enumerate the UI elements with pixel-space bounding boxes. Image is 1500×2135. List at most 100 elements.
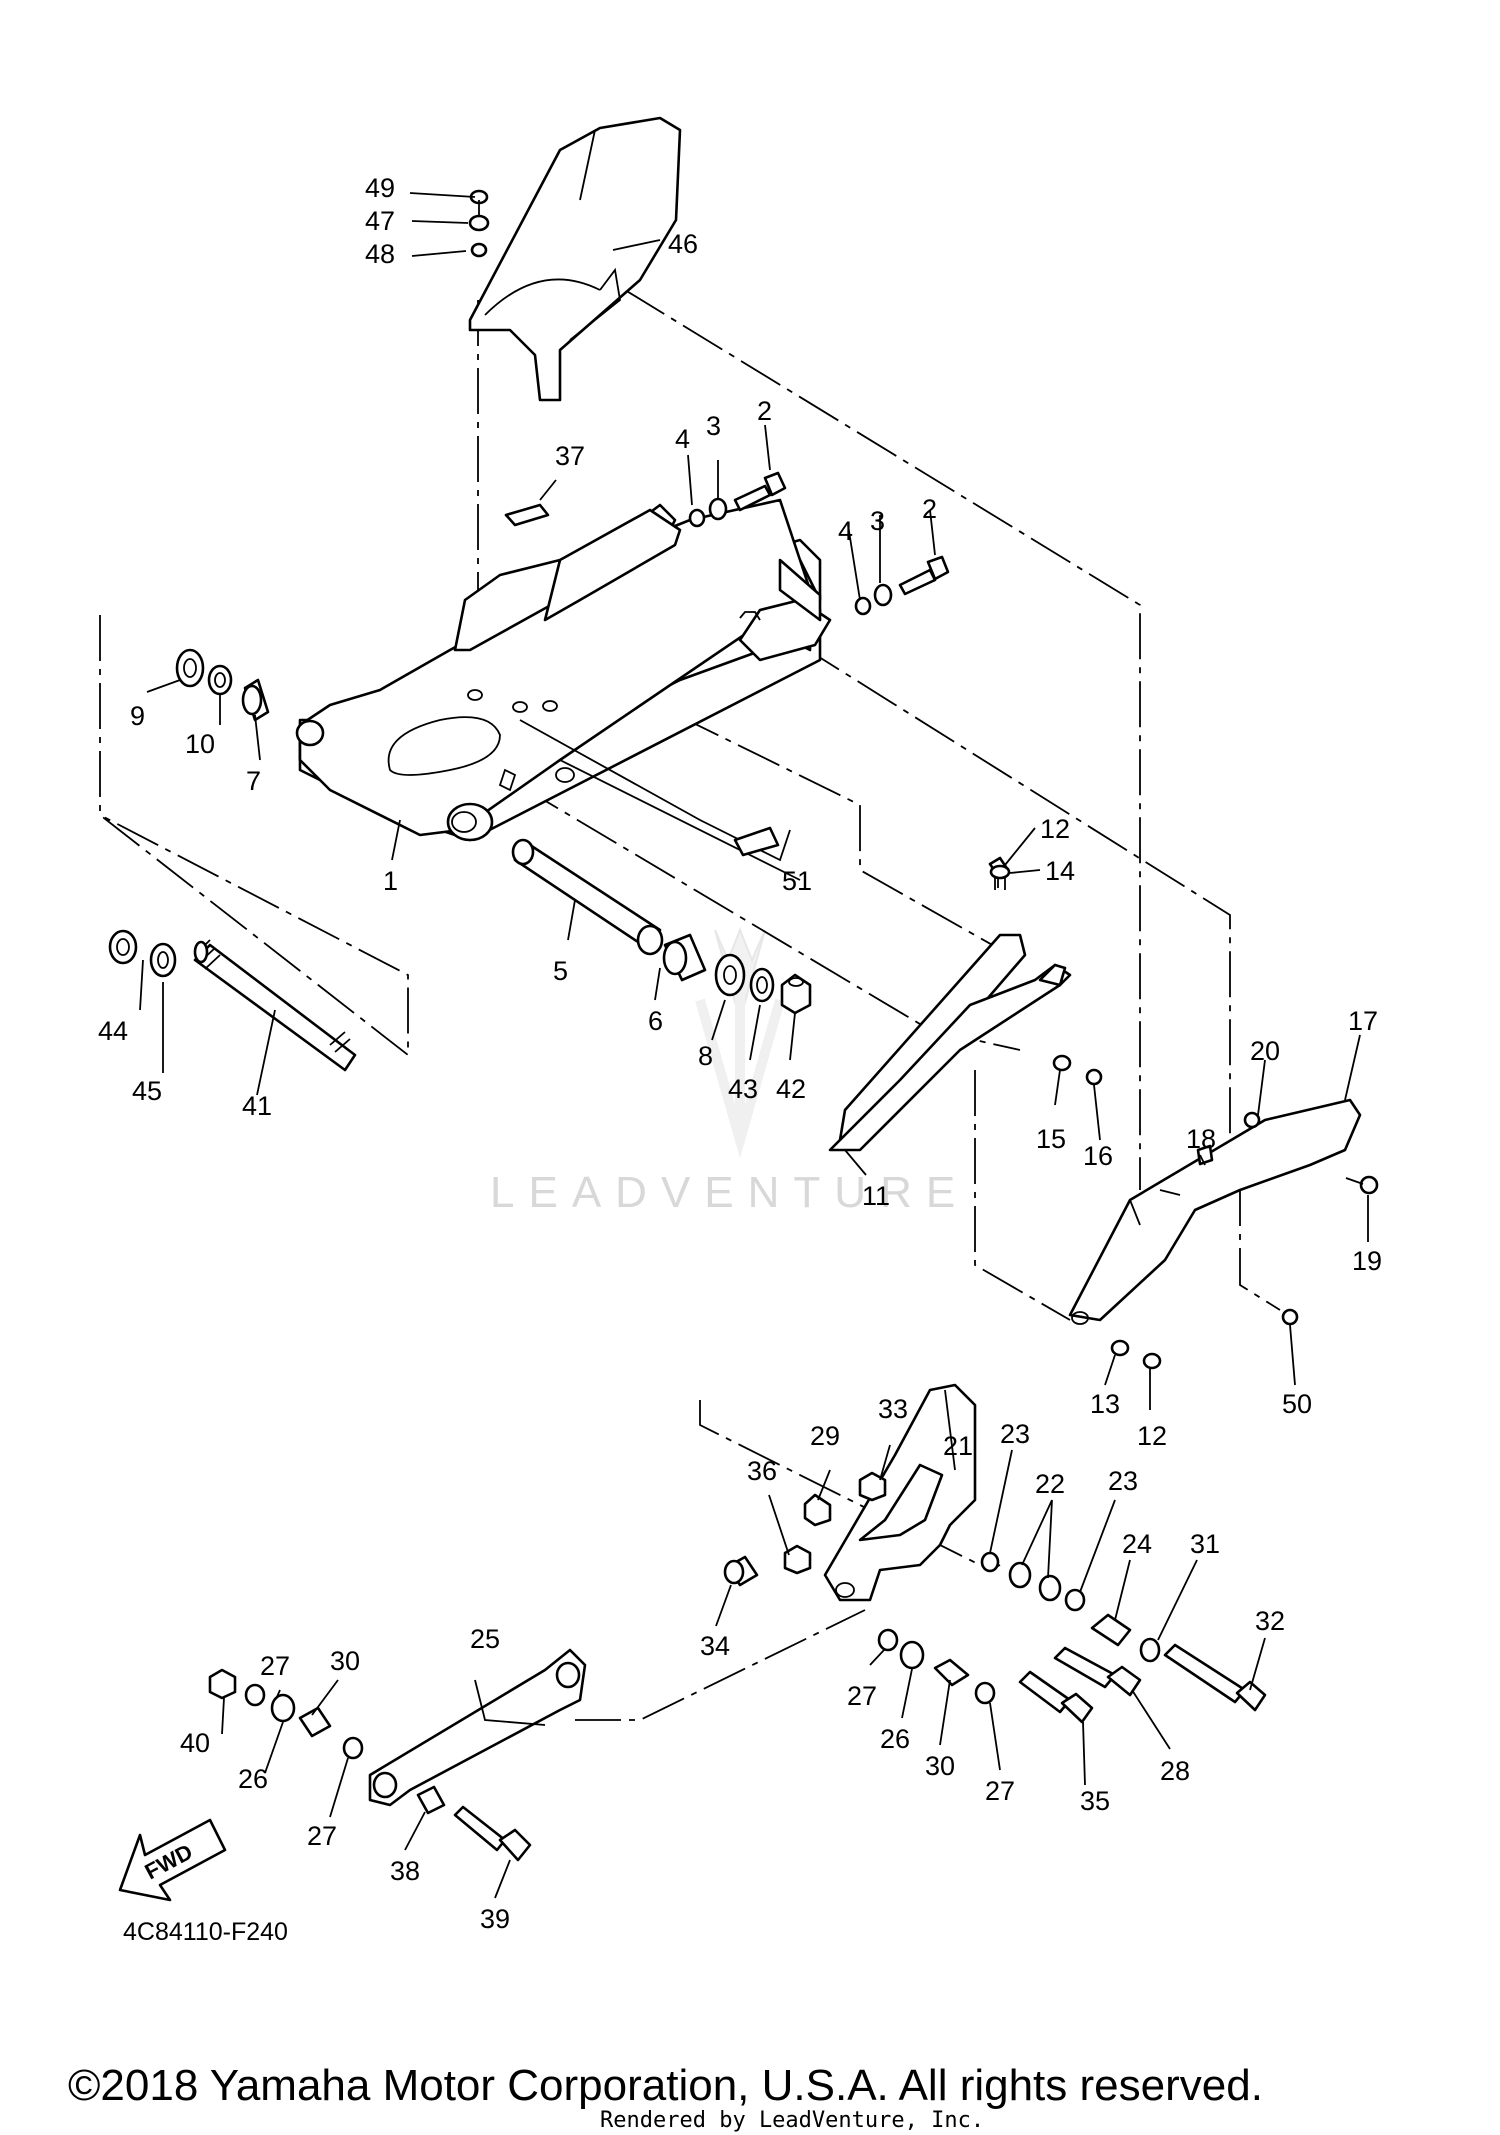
callout-31: 31 — [1190, 1529, 1220, 1559]
callout-2a: 2 — [757, 396, 772, 426]
callout-49: 49 — [365, 173, 395, 203]
callout-19: 19 — [1352, 1246, 1382, 1276]
bolt-50 — [1281, 1308, 1299, 1326]
label-sticker-37 — [504, 503, 550, 527]
collar-38 — [416, 1785, 446, 1815]
washer-27-d — [342, 1736, 364, 1760]
thrust-cover-43 — [749, 967, 775, 1003]
callout-43: 43 — [728, 1074, 758, 1104]
bolt-39 — [453, 1805, 532, 1862]
callout-51: 51 — [782, 866, 812, 896]
callout-50: 50 — [1282, 1389, 1312, 1419]
callout-39: 39 — [480, 1904, 510, 1934]
callout-28: 28 — [1160, 1756, 1190, 1786]
washer-4-right — [854, 596, 872, 616]
callout-34: 34 — [700, 1631, 730, 1661]
chain-guide — [828, 933, 1072, 1152]
collar-30-b — [933, 1658, 970, 1687]
callout-5: 5 — [553, 956, 568, 986]
washer-27-b — [877, 1628, 899, 1652]
leader-lines — [139, 192, 1369, 1899]
nut-29 — [803, 1493, 832, 1527]
callout-45: 45 — [132, 1076, 162, 1106]
callout-30b: 30 — [925, 1751, 955, 1781]
copyright-notice: ©2018 Yamaha Motor Corporation, U.S.A. A… — [68, 2061, 1263, 2110]
relay-arm — [823, 1383, 977, 1602]
label-sticker-51 — [733, 826, 780, 857]
callout-27b: 27 — [847, 1681, 877, 1711]
washer-3-right — [873, 583, 893, 607]
screw-12-bottom — [1142, 1352, 1162, 1370]
callout-41: 41 — [242, 1091, 272, 1121]
callout-12b: 12 — [1137, 1421, 1167, 1451]
callout-17: 17 — [1348, 1006, 1378, 1036]
nut-42 — [780, 973, 812, 1015]
screw-49 — [469, 189, 489, 215]
callouts: 49 47 48 46 37 4 3 2 4 3 2 9 10 7 1 51 5… — [98, 173, 1382, 1934]
rear-fender — [468, 116, 682, 402]
callout-36: 36 — [747, 1456, 777, 1486]
callout-18: 18 — [1186, 1124, 1216, 1154]
collar-14 — [989, 864, 1011, 890]
washer-27-a — [244, 1683, 266, 1707]
callout-48: 48 — [365, 239, 395, 269]
washer-27-c — [974, 1681, 996, 1705]
callout-3b: 3 — [870, 506, 885, 536]
callout-44: 44 — [98, 1016, 128, 1046]
collar-20 — [1243, 1111, 1261, 1129]
callout-26a: 26 — [238, 1764, 268, 1794]
callout-16: 16 — [1083, 1141, 1113, 1171]
bearing-7 — [241, 678, 270, 722]
leadventure-watermark: LEADVENTURE — [490, 927, 969, 1217]
washer-4-left — [688, 508, 706, 528]
callout-30a: 30 — [330, 1646, 360, 1676]
callout-35: 35 — [1080, 1786, 1110, 1816]
callout-22: 22 — [1035, 1469, 1065, 1499]
callout-14: 14 — [1045, 856, 1075, 886]
bolt-2-right — [898, 555, 950, 596]
washer-23-a — [980, 1551, 1000, 1573]
bolt-28 — [1053, 1646, 1142, 1697]
callout-27d: 27 — [307, 1821, 337, 1851]
bolt-16 — [1085, 1068, 1103, 1086]
callout-29: 29 — [810, 1421, 840, 1451]
callout-11: 11 — [862, 1181, 890, 1211]
collar-34 — [723, 1555, 759, 1587]
swingarm — [295, 498, 832, 881]
callout-10: 10 — [185, 729, 215, 759]
pivot-nut — [108, 929, 138, 965]
pivot-shaft — [193, 939, 357, 1072]
callout-26b: 26 — [880, 1724, 910, 1754]
callout-32: 32 — [1255, 1606, 1285, 1636]
collar-15 — [1052, 1054, 1072, 1072]
washer-31 — [1139, 1637, 1161, 1663]
callout-24: 24 — [1122, 1529, 1152, 1559]
callout-2b: 2 — [922, 494, 937, 524]
bolt-2-left — [733, 471, 787, 512]
callout-25: 25 — [470, 1624, 500, 1654]
fwd-arrow-icon: FWD — [118, 1818, 227, 1902]
callout-42: 42 — [776, 1074, 806, 1104]
callout-23a: 23 — [1000, 1419, 1030, 1449]
thrust-cover-10 — [207, 664, 233, 696]
callout-27a: 27 — [260, 1651, 290, 1681]
callout-3a: 3 — [706, 411, 721, 441]
bearing-26-b — [899, 1640, 925, 1670]
callout-8: 8 — [698, 1041, 713, 1071]
callout-21: 21 — [943, 1431, 973, 1461]
bolt-35 — [1018, 1670, 1094, 1724]
washer-23-b — [1064, 1588, 1086, 1612]
bolt-19 — [1345, 1175, 1379, 1195]
callout-37: 37 — [555, 441, 585, 471]
bolt-32 — [1163, 1643, 1267, 1712]
bearing-6 — [662, 933, 707, 982]
callout-4b: 4 — [838, 516, 853, 546]
oil-seal-9 — [175, 648, 205, 688]
watermark-text: LEADVENTURE — [490, 1168, 969, 1217]
collar-30-a — [298, 1706, 332, 1738]
washer-45 — [149, 942, 177, 978]
callout-4a: 4 — [675, 424, 690, 454]
callout-23b: 23 — [1108, 1466, 1138, 1496]
rendered-by: Rendered by LeadVenture, Inc. — [600, 2108, 984, 2133]
